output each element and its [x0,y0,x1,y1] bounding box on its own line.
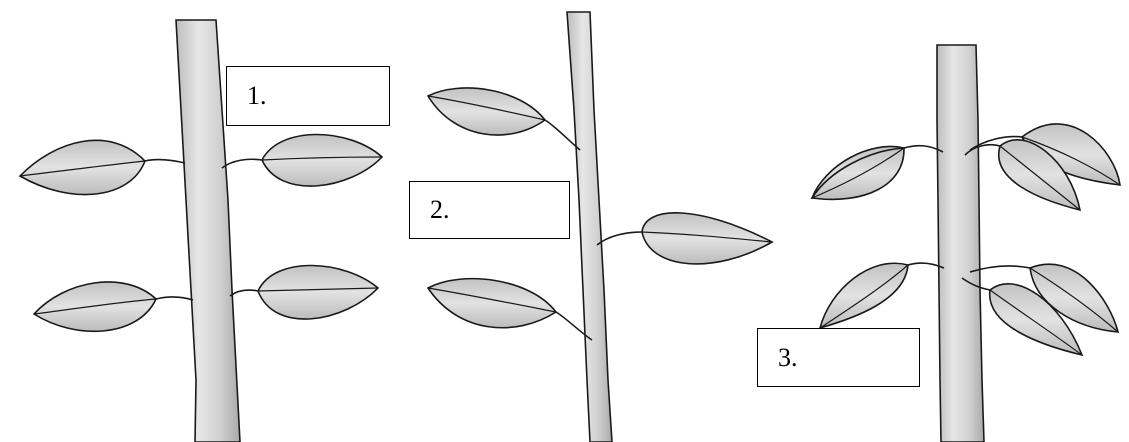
leaf-1b [262,135,382,187]
leaf-2c [428,279,556,328]
label-box-3[interactable]: 3. [757,328,920,387]
label-box-2[interactable]: 2. [409,181,570,239]
leaf-3d [820,263,908,328]
label-2-text: 2. [430,195,450,225]
stem-3 [937,45,984,442]
leaf-1c [34,282,156,331]
leaf-2b [642,213,772,264]
petiole-1a [145,160,185,163]
label-3-text: 3. [778,343,798,373]
petiole-1b [222,159,262,168]
leaf-1a [20,140,145,194]
petiole-1d [230,290,258,296]
petiole-1c [156,297,193,300]
label-1-text: 1. [247,81,267,111]
leaf-2a [428,88,545,135]
petiole-2b [597,232,642,245]
stem-2 [567,12,612,442]
leaf-1d [258,265,378,319]
label-box-1[interactable]: 1. [226,66,390,126]
